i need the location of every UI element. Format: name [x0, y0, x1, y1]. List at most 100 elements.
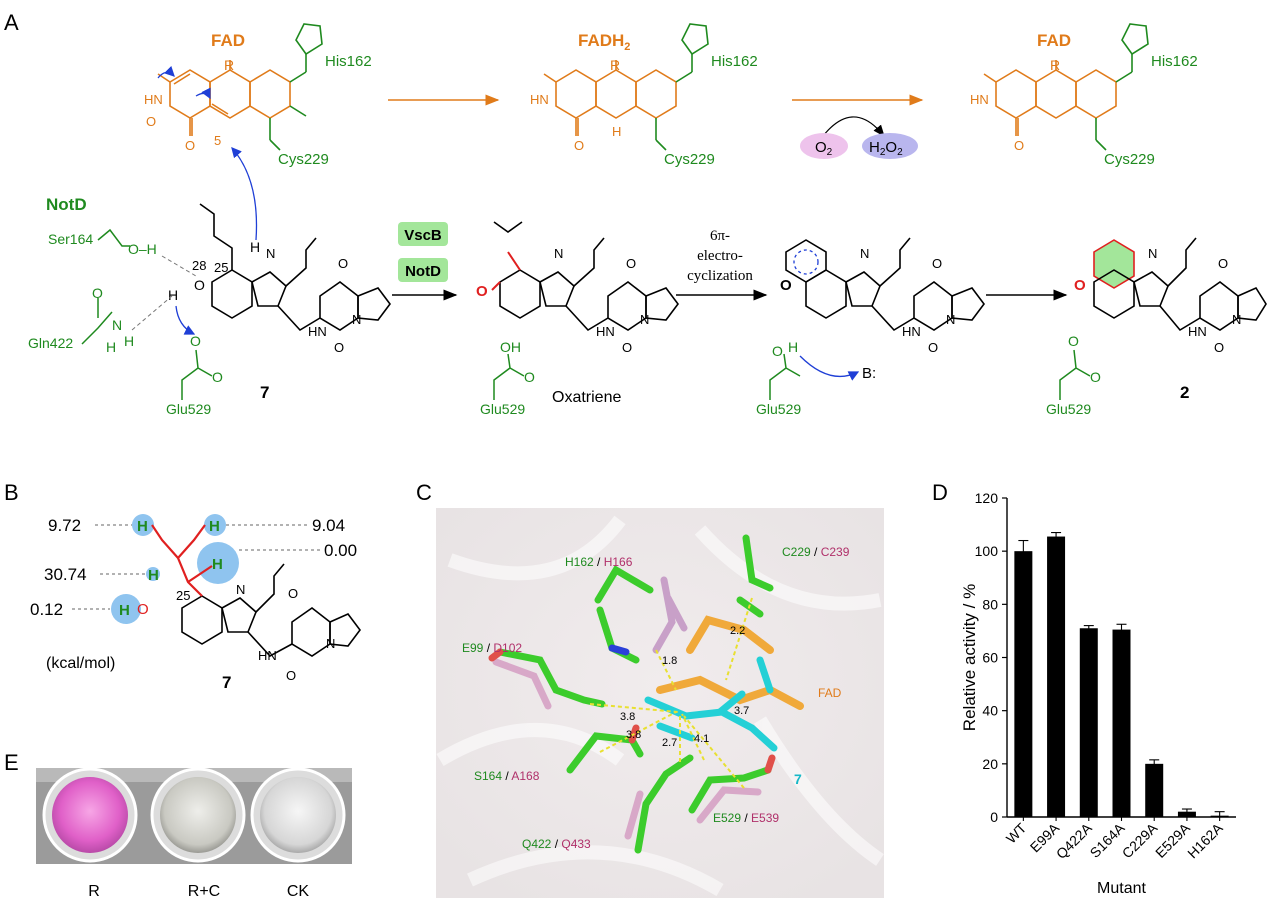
fad1-electron-arrow-2: [195, 87, 211, 100]
energy-3: 0.00: [324, 541, 357, 560]
compound-7-o-top: O: [338, 256, 348, 271]
b-nh: N: [236, 582, 245, 597]
res-e529: E529 / E539: [713, 811, 779, 825]
b-h1: H: [137, 518, 148, 535]
h-blob-3: [197, 542, 239, 584]
well-ck: [260, 777, 336, 853]
y-tick-label: 40: [982, 703, 998, 719]
h2o2-text: H2O2: [869, 139, 903, 158]
y-tick-label: 20: [982, 756, 998, 772]
intermediate-hn: HN: [902, 324, 921, 339]
product-2-structure: [1093, 237, 1267, 332]
cys229-label-3: Cys229: [1104, 151, 1155, 168]
c28-label: 28: [192, 258, 206, 273]
glu529-oh-2: OH: [500, 339, 521, 355]
panel-b-red-bonds: [151, 524, 213, 597]
fad1-electron-arrow: [157, 65, 175, 79]
base-label: B:: [862, 365, 876, 382]
h2o2-bubble: [862, 133, 918, 159]
glu529-h-3: H: [788, 339, 798, 355]
r-label-1: R: [224, 57, 234, 73]
his162-label-2: His162: [711, 53, 758, 70]
intermediate-nh: N: [860, 246, 869, 261]
energy-5: 0.12: [30, 600, 63, 619]
gln422-h: H: [124, 333, 134, 349]
dist-6: 4.1: [694, 733, 709, 745]
h-blob-4: [146, 567, 160, 581]
o-label: O: [194, 277, 205, 293]
fadh2-structure: [543, 60, 677, 136]
energy-1: 9.72: [48, 516, 81, 535]
res-q422: Q422 / Q433: [522, 837, 591, 851]
res-s164: S164 / A168: [474, 769, 540, 783]
bar: [1112, 629, 1131, 817]
notd-label: NotD: [46, 195, 87, 214]
y-axis-label: Relative activity / %: [960, 584, 979, 731]
ser164-sidechain: [97, 228, 130, 247]
notd-badge-text: NotD: [405, 263, 441, 280]
oxatriene-nh: N: [554, 246, 563, 261]
oxatriene-label: Oxatriene: [552, 389, 621, 406]
b-o: O: [137, 601, 149, 618]
b-h5: H: [119, 602, 130, 619]
y-tick-label: 120: [975, 490, 999, 506]
product-n: N: [1232, 312, 1241, 327]
y-tick-label: 0: [990, 809, 998, 825]
h-blob-2: [204, 514, 226, 536]
panel-label-d: D: [932, 480, 948, 505]
x-tick-label: H162A: [1184, 819, 1226, 861]
res-e99: E99 / D102: [462, 641, 522, 655]
glu529-sidechain-1: [181, 349, 213, 400]
glu529-sidechain-2: [493, 353, 525, 400]
compound-label-c: 7: [794, 771, 802, 787]
notd-badge: [398, 258, 448, 282]
oxatriene-o: O: [476, 283, 488, 300]
b-h2: H: [209, 518, 220, 535]
y-tick-label: 80: [982, 596, 998, 612]
intermediate-structure: [785, 237, 985, 332]
well-label-ck: CK: [287, 883, 310, 900]
oxatriene-o2: O: [626, 256, 636, 271]
dist-4: 3.8: [626, 729, 641, 741]
bar: [1014, 551, 1033, 817]
energy-4: 30.74: [44, 565, 87, 584]
r-label-2: R: [610, 57, 620, 73]
b-h3: H: [212, 556, 223, 573]
panel-label-a: A: [4, 10, 19, 35]
fad-structure-2: [983, 60, 1117, 136]
product-nh: N: [1148, 246, 1157, 261]
gln422-nh: N: [112, 317, 122, 333]
gln422-sidechain: [81, 298, 113, 345]
fadh2-atoms: HN: [530, 92, 549, 107]
glu529-o-3: O: [772, 343, 783, 359]
cyc-line1: 6π-: [710, 228, 730, 244]
y-tick-label: 60: [982, 650, 998, 666]
fadh2-label: FADH2: [578, 31, 630, 53]
well-rc: [160, 777, 236, 853]
compound-7-hn2: HN: [308, 324, 327, 339]
o2-text: O2: [815, 139, 833, 158]
ho-label: H: [168, 287, 178, 303]
panel-b-compound: 7: [222, 673, 231, 692]
base-arrow: [799, 355, 860, 381]
ser164-label: Ser164: [48, 231, 93, 247]
his162-label-3: His162: [1151, 53, 1198, 70]
deprotonation-arrow: [175, 305, 196, 335]
fad2-label: FAD: [1037, 31, 1071, 50]
bar-chart: 020406080100120WTE99AQ422AS164AC229AE529…: [960, 490, 1236, 897]
ser164-oh: O–H: [128, 241, 157, 257]
glu529-sidechain-4: [1059, 349, 1091, 400]
bar: [1145, 763, 1164, 817]
glu529-label-2: Glu529: [480, 401, 525, 417]
vscb-badge: [398, 222, 448, 246]
fad1-atoms: O: [146, 114, 156, 129]
fad2-atoms-o: O: [1014, 138, 1024, 153]
well-label-rc: R+C: [188, 883, 220, 900]
oxatriene-n: N: [640, 312, 649, 327]
glu529-o-1b: O: [212, 369, 223, 385]
b-o3: O: [286, 668, 296, 683]
hbond-lines: [589, 597, 753, 789]
oxatriene-red-bonds: [491, 251, 521, 291]
bar: [1047, 536, 1066, 817]
